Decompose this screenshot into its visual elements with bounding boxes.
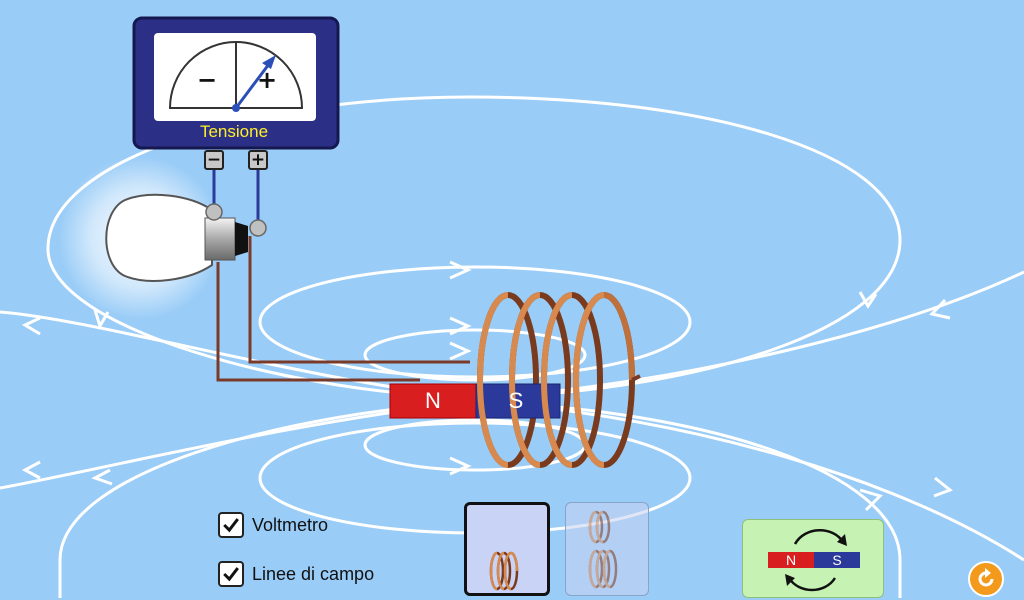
field-lines-toggle-label: Linee di campo (252, 563, 375, 584)
dial-minus-sign: − (197, 66, 218, 94)
flip-polarity-icon (768, 529, 860, 592)
terminal-plus: + (248, 150, 268, 170)
voltmeter-needle (234, 59, 274, 109)
field-line-outer-top (46, 95, 902, 400)
double-coil-icon (588, 510, 618, 589)
coil-front (477, 292, 641, 468)
voltmeter-toggle[interactable]: Voltmetro (218, 512, 328, 538)
flip-north-label: N (785, 552, 797, 568)
magnet-north-label: N (425, 388, 441, 413)
field-line-inner-top (363, 328, 587, 382)
voltmeter-toggle-label: Voltmetro (252, 514, 329, 535)
checkbox-checked-icon[interactable] (218, 512, 244, 538)
checkbox-checked-icon[interactable] (218, 561, 244, 587)
light-bulb (58, 156, 267, 320)
dial-plus-sign: + (257, 66, 278, 94)
field-line-far-right-bottom (479, 399, 1024, 562)
single-coil-icon (489, 551, 519, 591)
voltmeter (132, 16, 340, 150)
voltmeter-label: Tensione (199, 122, 269, 141)
flip-magnet-button[interactable]: N S (742, 519, 884, 598)
wires (212, 170, 470, 382)
magnet-south-label: S (508, 388, 524, 413)
single-coil-option[interactable] (464, 502, 550, 596)
reset-button[interactable] (968, 561, 1004, 597)
terminal-minus: − (204, 150, 224, 170)
reset-icon (978, 568, 994, 587)
field-line-mid-top (258, 265, 692, 379)
field-lines-toggle[interactable]: Linee di campo (218, 561, 374, 587)
flip-south-label: S (832, 552, 842, 568)
magnet-north (389, 383, 477, 419)
double-coil-option[interactable] (565, 502, 649, 596)
